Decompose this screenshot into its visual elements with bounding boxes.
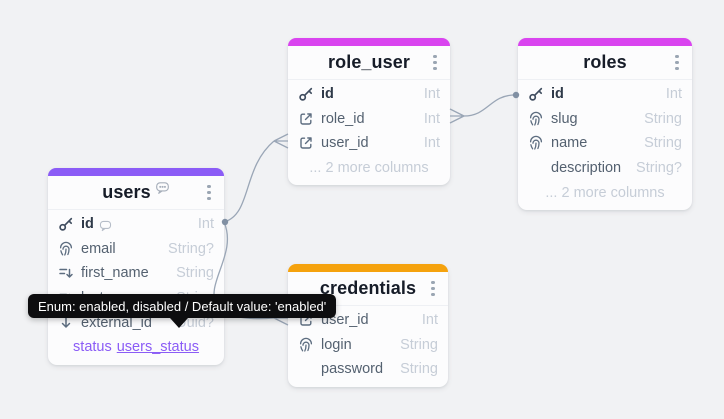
- table-menu-button[interactable]: [669, 53, 685, 73]
- table-card-credentials[interactable]: credentials user_id Int: [288, 264, 448, 387]
- table-card-role-user[interactable]: role_user id Int role_id: [288, 38, 450, 186]
- comment-icon: [99, 219, 112, 232]
- table-menu-button[interactable]: [427, 53, 443, 73]
- foreign-key-icon: [298, 111, 314, 127]
- fingerprint-icon: [298, 337, 314, 353]
- tooltip-caret: [170, 318, 188, 328]
- column-row[interactable]: login String: [288, 333, 448, 358]
- table-menu-button[interactable]: [201, 183, 217, 203]
- table-accent-bar: [288, 264, 448, 272]
- table-accent-bar: [48, 168, 224, 176]
- table-accent-bar: [288, 38, 450, 46]
- table-title: credentials: [319, 278, 417, 298]
- tooltip: Enum: enabled, disabled / Default value:…: [28, 294, 337, 328]
- column-row[interactable]: user_id Int: [288, 131, 450, 156]
- fingerprint-icon: [58, 241, 74, 257]
- enum-type-link[interactable]: users_status: [116, 339, 199, 356]
- table-title: roles: [583, 52, 627, 72]
- key-icon: [298, 86, 314, 102]
- comment-icon: [155, 180, 170, 195]
- column-row[interactable]: description String?: [551, 160, 682, 177]
- column-row[interactable]: id Int: [288, 82, 450, 107]
- table-title: users: [102, 182, 151, 202]
- enum-row[interactable]: status users_status: [48, 335, 224, 360]
- table-card-roles[interactable]: roles id Int: [518, 38, 692, 210]
- key-icon: [528, 86, 544, 102]
- table-card-users[interactable]: users id: [48, 168, 224, 365]
- key-icon: [58, 216, 74, 232]
- sort-descending-icon: [58, 265, 74, 281]
- table-title: role_user: [328, 52, 410, 72]
- column-row[interactable]: id Int: [518, 82, 692, 107]
- chevron-down-icon: [58, 315, 74, 331]
- column-row[interactable]: first_name String: [48, 261, 224, 286]
- foreign-key-icon: [298, 135, 314, 151]
- column-row[interactable]: name String: [518, 131, 692, 156]
- more-columns-row[interactable]: ... 2 more columns: [545, 184, 665, 201]
- column-row[interactable]: id Int: [48, 212, 224, 237]
- table-menu-button[interactable]: [425, 279, 441, 299]
- tooltip-text: Enum: enabled, disabled / Default value:…: [38, 298, 327, 314]
- column-row[interactable]: email String?: [48, 237, 224, 262]
- fingerprint-icon: [528, 111, 544, 127]
- more-columns-row[interactable]: ... 2 more columns: [309, 160, 429, 177]
- column-row[interactable]: slug String: [518, 107, 692, 132]
- fingerprint-icon: [528, 135, 544, 151]
- table-accent-bar: [518, 38, 692, 46]
- column-row[interactable]: role_id Int: [288, 107, 450, 132]
- enum-field-link[interactable]: status: [73, 339, 112, 356]
- column-row[interactable]: password String: [321, 361, 438, 378]
